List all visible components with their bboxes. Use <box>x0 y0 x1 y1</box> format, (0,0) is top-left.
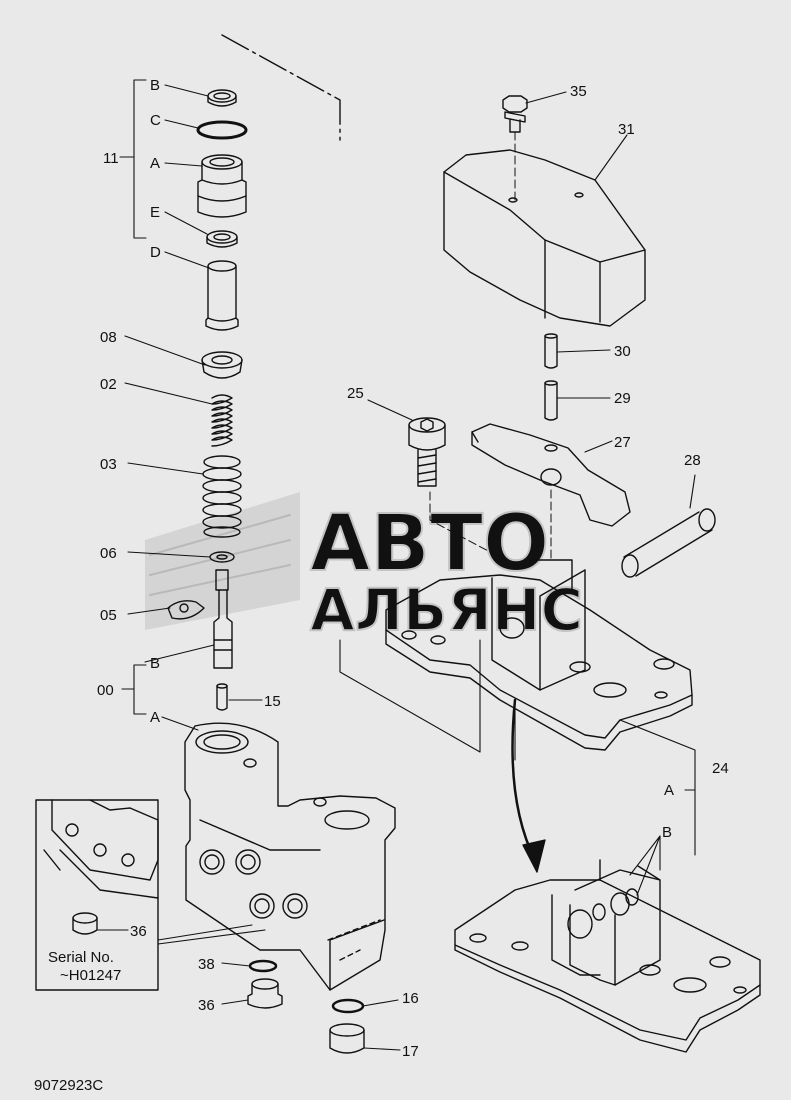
watermark-line1: АВТО <box>310 499 549 589</box>
watermark-logo <box>145 492 300 630</box>
label-38: 38 <box>198 956 215 973</box>
part-15-pin <box>216 683 228 711</box>
label-06: 06 <box>100 545 117 562</box>
part-28-pin <box>621 474 716 578</box>
label-03: 03 <box>100 456 117 473</box>
valve-body <box>184 722 396 991</box>
part-36-plug <box>247 978 283 1009</box>
part-30-pin <box>544 333 611 369</box>
label-group-11: 11 <box>103 150 119 167</box>
part-38-oring <box>248 959 278 973</box>
label-35: 35 <box>570 83 587 100</box>
label-b-top: B <box>150 77 160 94</box>
label-27: 27 <box>614 434 631 451</box>
part-24-plate-assembled <box>454 859 761 1053</box>
inset-box <box>35 799 159 991</box>
part-00b-spool <box>213 569 233 669</box>
label-30: 30 <box>614 343 631 360</box>
part-02-spring <box>211 394 233 447</box>
label-08: 08 <box>100 329 117 346</box>
drawing-number: 9072923C <box>34 1077 103 1094</box>
inset-part-36-plug <box>72 912 98 935</box>
label-e: E <box>150 204 160 221</box>
label-c: C <box>150 112 161 129</box>
part-05-clip <box>167 600 205 620</box>
label-16: 16 <box>402 990 419 1007</box>
label-a-right: A <box>664 782 674 799</box>
label-a-top: A <box>150 155 160 172</box>
assembly-arrow <box>511 698 546 873</box>
label-group-00: 00 <box>97 682 114 699</box>
part-29-pin <box>544 380 611 421</box>
part-16-oring <box>331 998 365 1014</box>
leader-lines-left <box>97 79 401 1051</box>
label-29: 29 <box>614 390 631 407</box>
part-27-lever <box>471 423 631 527</box>
part-17-plug <box>329 1023 365 1054</box>
label-36-inset: 36 <box>130 923 147 940</box>
part-35-bolt <box>502 91 567 133</box>
label-17: 17 <box>402 1043 419 1060</box>
part-labels: B C A E D 11 08 02 03 06 05 B 00 A 15 36… <box>34 77 729 1094</box>
label-24: 24 <box>712 760 729 777</box>
part-b-ring <box>207 89 237 107</box>
label-b-right: B <box>662 824 672 841</box>
part-24-plate <box>385 559 696 771</box>
label-28: 28 <box>684 452 701 469</box>
axis-lines-plate <box>429 489 552 569</box>
part-a-sleeve <box>197 154 247 218</box>
part-c-oring <box>196 120 248 140</box>
label-36: 36 <box>198 997 215 1014</box>
label-15: 15 <box>264 693 281 710</box>
part-31-cover <box>443 134 646 327</box>
leader-lines-lower-right <box>629 769 696 896</box>
label-05: 05 <box>100 607 117 624</box>
part-08-seal <box>201 351 243 379</box>
assembly-axis-line <box>221 34 341 141</box>
label-31: 31 <box>618 121 635 138</box>
part-e-ring <box>206 230 238 248</box>
label-b-mid: B <box>150 655 160 672</box>
part-25-screw <box>367 399 446 487</box>
watermark-line2: АЛЬЯНС <box>310 576 583 644</box>
part-d-plunger <box>205 260 239 331</box>
label-d: D <box>150 244 161 261</box>
label-25: 25 <box>347 385 364 402</box>
label-a-mid: A <box>150 709 160 726</box>
inset-serial-label: Serial No. <box>48 949 114 966</box>
inset-serial-value: ~H01247 <box>60 967 121 984</box>
label-02: 02 <box>100 376 117 393</box>
